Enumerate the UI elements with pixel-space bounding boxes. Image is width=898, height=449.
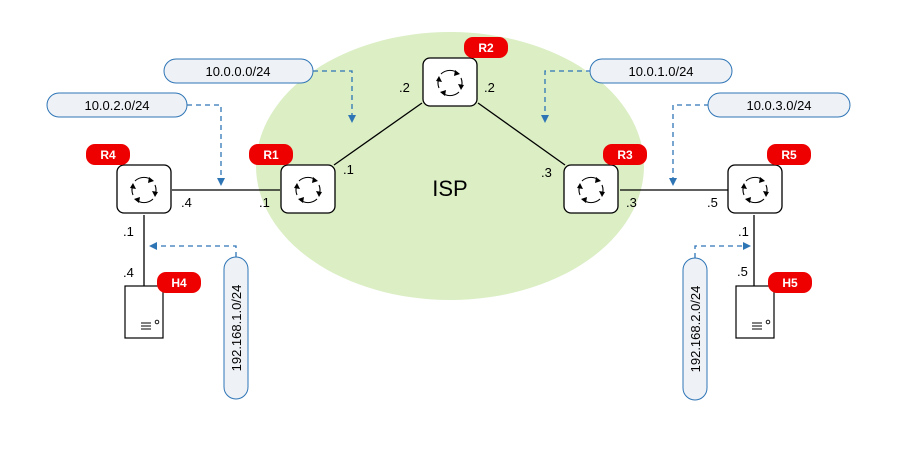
interface-labels: .1 .2 .2 .3 .4 .1 .3 .5 .1 .4 .1 .5 bbox=[123, 80, 749, 280]
svg-text:192.168.1.0/24: 192.168.1.0/24 bbox=[229, 285, 244, 372]
svg-text:R4: R4 bbox=[100, 148, 116, 162]
iface-r3-to-r2: .3 bbox=[541, 165, 552, 180]
svg-text:R5: R5 bbox=[781, 148, 797, 162]
svg-text:10.0.2.0/24: 10.0.2.0/24 bbox=[84, 98, 149, 113]
router-r1[interactable] bbox=[280, 164, 336, 214]
arrow-subnet-r3-r5 bbox=[669, 104, 709, 186]
svg-text:192.168.2.0/24: 192.168.2.0/24 bbox=[688, 286, 703, 373]
subnet-pill-r2-r3: 10.0.1.0/24 bbox=[589, 58, 733, 84]
iface-r2-to-r3: .2 bbox=[484, 80, 495, 95]
subnet-pill-r5-h5: 192.168.2.0/24 bbox=[682, 257, 708, 401]
subnet-pill-r4-r1: 10.0.2.0/24 bbox=[46, 92, 188, 118]
iface-r4-to-h4: .1 bbox=[123, 224, 134, 239]
iface-h5-to-r5: .5 bbox=[737, 264, 748, 279]
arrow-subnet-r5-h5 bbox=[694, 242, 751, 258]
tag-r4: R4 bbox=[86, 144, 130, 165]
subnet-pill-r4-h4: 192.168.1.0/24 bbox=[223, 256, 249, 400]
link-r1-r2 bbox=[333, 102, 423, 166]
arrow-subnet-r2-r3 bbox=[541, 70, 591, 123]
subnet-arrows bbox=[149, 70, 751, 258]
isp-label: ISP bbox=[432, 176, 467, 201]
svg-text:10.0.1.0/24: 10.0.1.0/24 bbox=[628, 64, 693, 79]
iface-r3-to-r5: .3 bbox=[626, 195, 637, 210]
arrow-subnet-r4-h4 bbox=[149, 242, 237, 257]
router-r2[interactable] bbox=[422, 57, 478, 107]
iface-h4-to-r4: .4 bbox=[123, 265, 134, 280]
router-r3[interactable] bbox=[563, 164, 619, 214]
arrow-subnet-r4-r1 bbox=[187, 104, 225, 186]
tag-h5: H5 bbox=[768, 272, 812, 293]
tag-h4: H4 bbox=[157, 272, 201, 293]
tag-r5: R5 bbox=[767, 144, 811, 165]
router-r5[interactable] bbox=[727, 164, 783, 214]
host-h4[interactable] bbox=[124, 285, 164, 339]
iface-r5-to-r3: .5 bbox=[707, 195, 718, 210]
iface-r1-to-r4: .1 bbox=[259, 195, 270, 210]
iface-r5-to-h5: .1 bbox=[738, 224, 749, 239]
host-h5[interactable] bbox=[735, 285, 775, 339]
iface-r1-to-r2: .1 bbox=[343, 162, 354, 177]
svg-text:10.0.0.0/24: 10.0.0.0/24 bbox=[205, 64, 270, 79]
tag-r2: R2 bbox=[464, 37, 508, 58]
svg-text:10.0.3.0/24: 10.0.3.0/24 bbox=[746, 98, 811, 113]
svg-text:R1: R1 bbox=[263, 148, 279, 162]
arrow-subnet-r1-r2 bbox=[313, 70, 356, 123]
iface-r2-to-r1: .2 bbox=[399, 80, 410, 95]
svg-text:H4: H4 bbox=[171, 276, 187, 290]
svg-text:R3: R3 bbox=[617, 148, 633, 162]
subnet-pill-r1-r2: 10.0.0.0/24 bbox=[163, 58, 314, 84]
subnet-pill-r3-r5: 10.0.3.0/24 bbox=[707, 92, 851, 118]
svg-text:R2: R2 bbox=[478, 41, 494, 55]
tag-r3: R3 bbox=[603, 144, 647, 165]
router-r4[interactable] bbox=[116, 164, 172, 214]
links bbox=[143, 102, 755, 286]
svg-text:H5: H5 bbox=[782, 276, 798, 290]
tag-r1: R1 bbox=[249, 144, 293, 165]
isp-cloud bbox=[256, 32, 644, 300]
device-tags: R2 R1 R3 R4 R5 H4 H5 bbox=[86, 37, 812, 293]
iface-r4-to-r1: .4 bbox=[181, 195, 192, 210]
link-r2-r3 bbox=[477, 102, 566, 166]
